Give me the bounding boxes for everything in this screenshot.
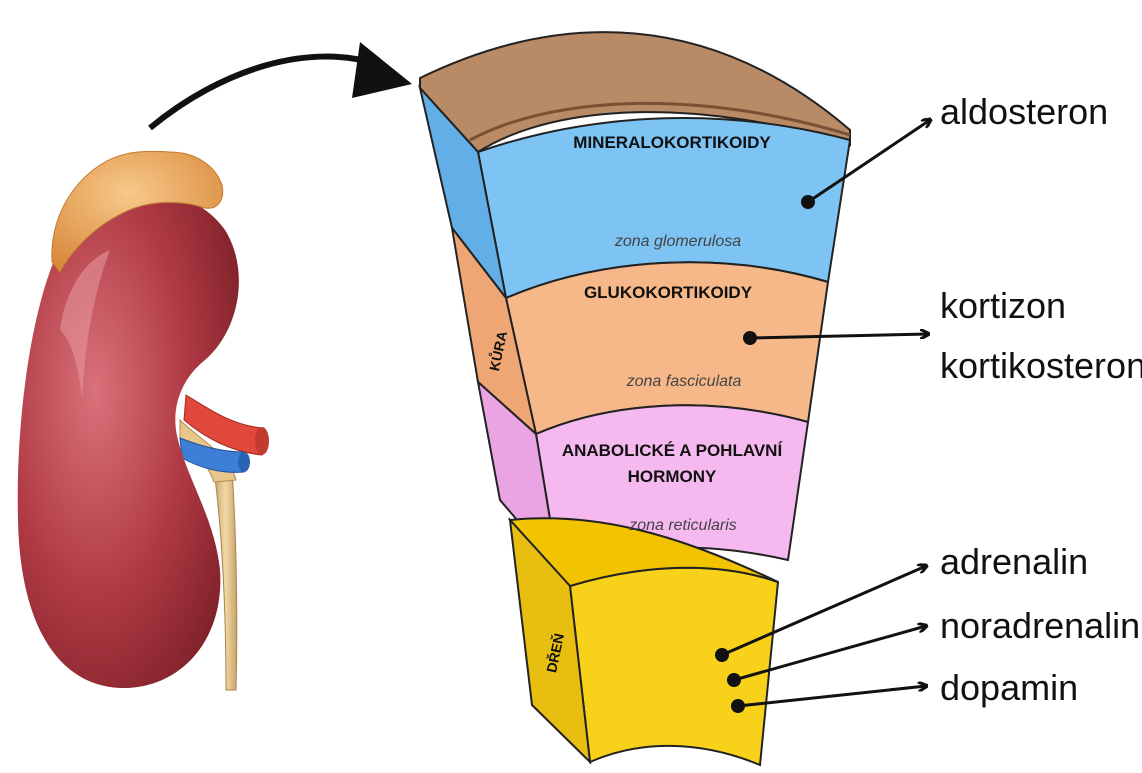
hormone-kortizon: kortizon bbox=[940, 285, 1066, 326]
glomerulosa-zone: zona glomerulosa bbox=[614, 233, 741, 250]
hormone-aldosteron: aldosteron bbox=[940, 91, 1108, 132]
glomerulosa-title: MINERALOKORTIKOIDY bbox=[573, 133, 771, 152]
zoom-arrow-head bbox=[352, 42, 412, 98]
renal-vein-end bbox=[238, 452, 250, 472]
fasciculata-zone: zona fasciculata bbox=[626, 373, 742, 390]
hormone-adrenalin: adrenalin bbox=[940, 541, 1088, 582]
renal-artery-end bbox=[255, 427, 269, 455]
hormone-labels: aldosteron kortizon kortikosteron adrena… bbox=[940, 91, 1142, 708]
kidney bbox=[18, 193, 239, 689]
reticularis-title-line1: ANABOLICKÉ A POHLAVNÍ bbox=[562, 441, 784, 460]
medulla-front bbox=[570, 568, 778, 765]
reticularis-title-line2: HORMONY bbox=[628, 467, 717, 486]
hormone-kortikosteron: kortikosteron bbox=[940, 345, 1142, 386]
hormone-dopamin: dopamin bbox=[940, 667, 1078, 708]
fasciculata-title: GLUKOKORTIKOIDY bbox=[584, 283, 753, 302]
reticularis-zone: zona reticularis bbox=[628, 517, 737, 534]
zoom-arrow bbox=[150, 57, 382, 128]
kidney-illustration bbox=[18, 151, 269, 690]
hormone-noradrenalin: noradrenalin bbox=[940, 605, 1140, 646]
adrenal-layers: MINERALOKORTIKOIDY zona glomerulosa GLUK… bbox=[420, 32, 850, 765]
